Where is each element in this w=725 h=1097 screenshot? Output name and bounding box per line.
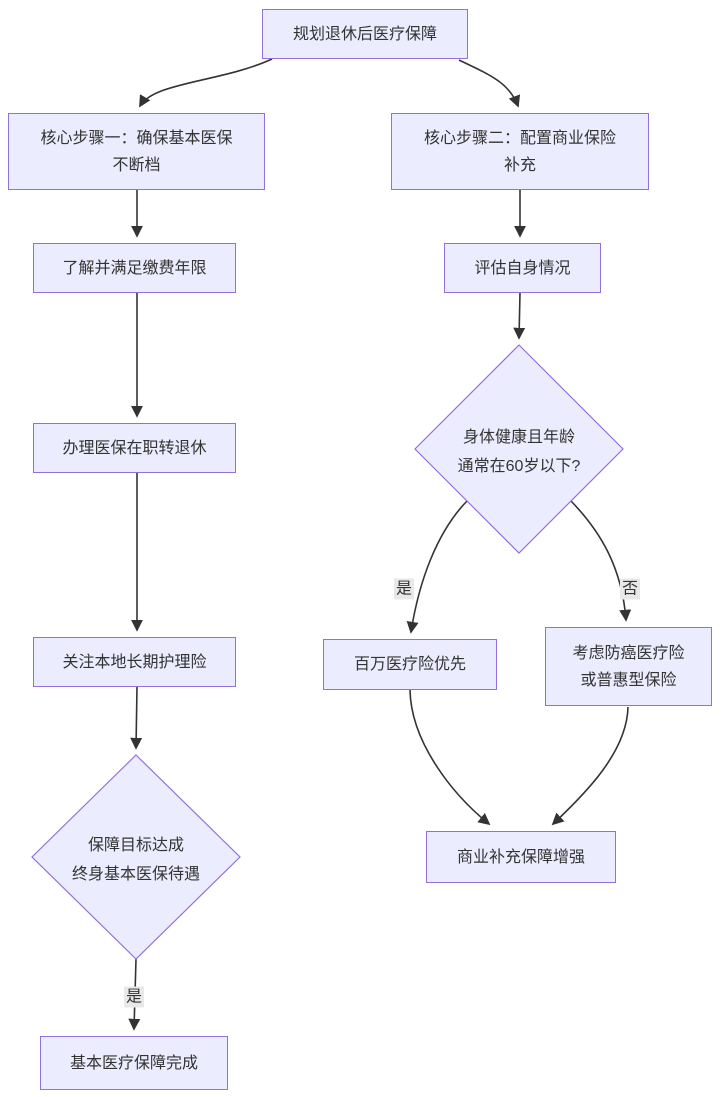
edge-label-yes-left: 是: [123, 986, 145, 1008]
node-commercial-supplement-enhanced: 商业补充保障增强: [426, 831, 616, 883]
decision-diamond-goal-achieved: [31, 754, 241, 960]
node-core-step-2-commercial-insurance: 核心步骤二：配置商业保险 补充: [391, 113, 649, 190]
edge-longterm-care-to-goal-decision: [130, 686, 143, 750]
edge-label-yes-right: 是: [393, 578, 415, 600]
node-plan-retirement-medical-coverage: 规划退休后医疗保障: [262, 9, 468, 59]
decision-goal-achieved-label: 保障目标达成 终身基本医保待遇: [71, 837, 201, 883]
node-million-medical-insurance-priority: 百万医疗险优先: [323, 639, 497, 690]
edge-cancer-insurance-to-supplement: [551, 706, 629, 826]
edge-decision-no-to-cancer-insurance: [570, 500, 632, 622]
node-basic-medical-coverage-complete: 基本医疗保障完成: [40, 1036, 228, 1090]
node-handle-employed-to-retired-transition: 办理医保在职转退休: [33, 423, 236, 473]
edge-million-medical-to-supplement: [409, 689, 491, 826]
decision-diamond-health-age: [414, 344, 624, 554]
node-core-step-1-basic-insurance: 核心步骤一：确保基本医保 不断档: [8, 113, 265, 190]
edge-label-no-right: 否: [619, 578, 641, 600]
node-assess-own-situation: 评估自身情况: [444, 243, 601, 293]
edge-root-to-step2: [458, 59, 521, 108]
node-local-longterm-care-insurance: 关注本地长期护理险: [33, 637, 236, 687]
edge-assess-to-decision: [513, 292, 526, 340]
node-cancer-or-inclusive-insurance: 考虑防癌医疗险 或普惠型保险: [545, 627, 712, 706]
decision-health-age-label: 身体健康且年龄 通常在60岁以下?: [457, 429, 581, 475]
edge-decision-yes-to-million-medical: [406, 500, 468, 634]
node-understand-payment-years: 了解并满足缴费年限: [33, 243, 236, 293]
edge-root-to-step1: [139, 58, 273, 108]
